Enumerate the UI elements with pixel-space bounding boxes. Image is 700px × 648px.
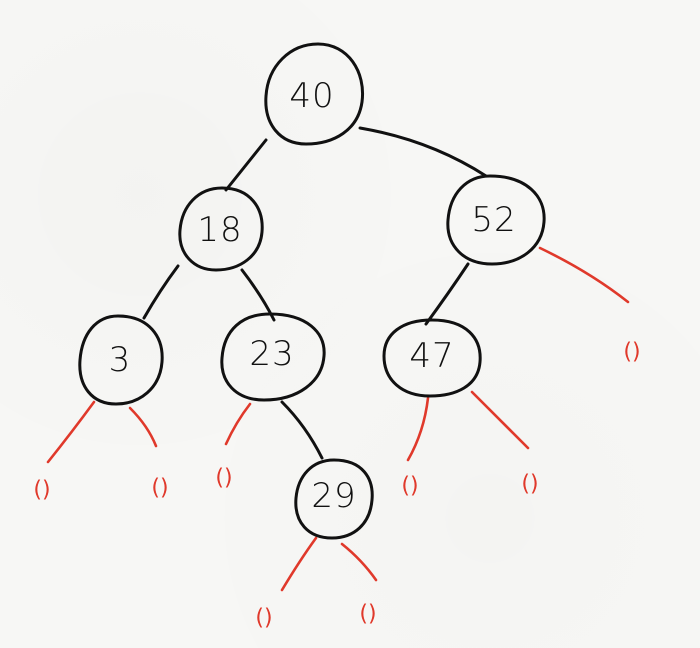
node-18-circle	[178, 186, 264, 272]
edge-40-52	[358, 126, 488, 178]
node-29-circle	[294, 458, 374, 540]
null-markers: () () () () () () () ()	[33, 340, 640, 631]
node-40-label: 40	[289, 76, 334, 116]
node-29: 29	[294, 458, 374, 540]
node-3: 3	[78, 314, 164, 406]
null-marker-47-left: ()	[401, 474, 418, 499]
null-marker-47-right: ()	[521, 472, 538, 497]
edge-3-null-right	[128, 406, 158, 448]
node-29-label: 29	[311, 476, 356, 516]
node-40: 40	[264, 42, 365, 146]
null-marker-29-left: ()	[255, 606, 272, 631]
node-52: 52	[446, 174, 546, 266]
node-3-label: 3	[109, 340, 132, 380]
node-23: 23	[220, 312, 326, 402]
edge-29-null-left	[280, 536, 318, 592]
tree-edges	[142, 126, 488, 460]
node-47: 47	[382, 318, 482, 398]
node-18-label: 18	[197, 210, 242, 250]
null-marker-29-right: ()	[359, 602, 376, 627]
node-47-circle	[382, 318, 482, 398]
node-40-circle	[264, 42, 365, 146]
edge-29-null-right	[340, 542, 378, 582]
node-52-circle	[446, 174, 546, 266]
edge-52-null-right	[538, 246, 630, 304]
null-marker-52-right: ()	[623, 340, 640, 365]
edge-47-null-left	[406, 396, 430, 462]
node-23-label: 23	[249, 334, 294, 374]
edge-23-null-left	[224, 402, 252, 446]
edge-52-47	[424, 262, 470, 326]
null-marker-3-right: ()	[151, 476, 168, 501]
null-marker-3-left: ()	[33, 478, 50, 503]
edge-40-18	[224, 138, 268, 192]
edge-47-null-right	[470, 390, 530, 450]
edge-18-3	[142, 264, 180, 320]
null-marker-23-left: ()	[215, 466, 232, 491]
edge-18-23	[240, 268, 276, 322]
node-18: 18	[178, 186, 264, 272]
node-52-label: 52	[471, 200, 516, 240]
edge-3-null-left	[46, 400, 96, 464]
null-edges	[46, 246, 630, 592]
edge-23-29	[280, 400, 324, 460]
node-47-label: 47	[409, 336, 454, 376]
node-23-circle	[220, 312, 326, 402]
node-3-circle	[78, 314, 164, 406]
